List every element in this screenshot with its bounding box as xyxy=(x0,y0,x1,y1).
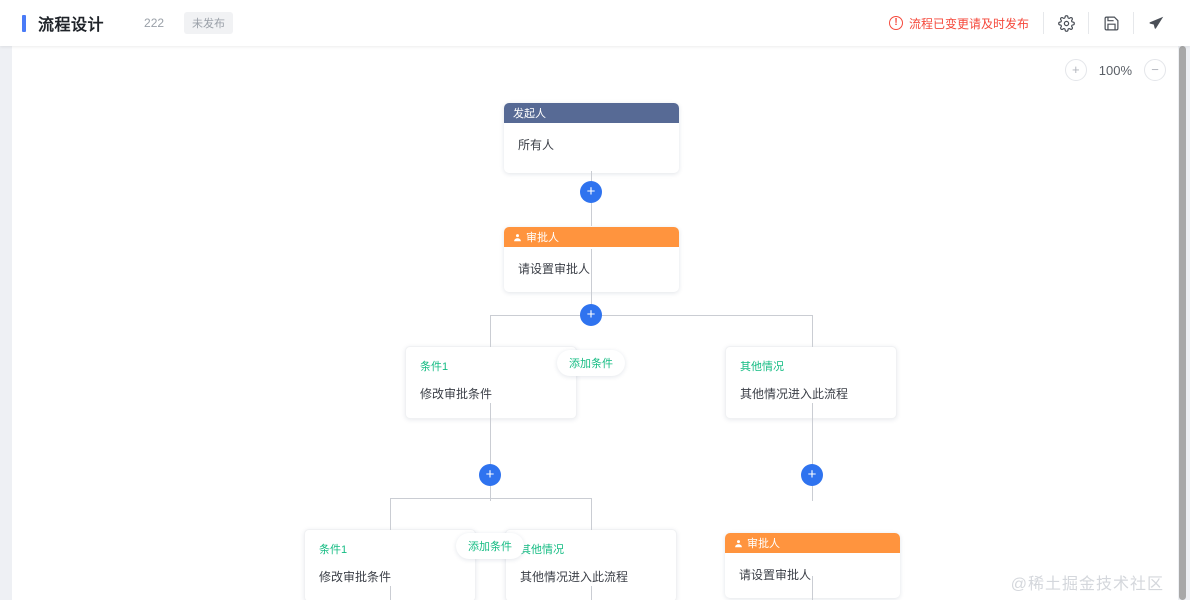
connector-branch2-left-tail xyxy=(390,586,391,600)
page-title: 流程设计 xyxy=(38,17,105,34)
add-condition-button-1[interactable]: 添加条件 xyxy=(557,350,625,376)
node-approver-1-body: 请设置审批人 xyxy=(518,262,591,276)
node-approver-1-title: 审批人 xyxy=(526,232,559,244)
condition-branch2-right-title: 其他情况 xyxy=(520,544,564,556)
add-node-button-1[interactable]: + xyxy=(580,181,602,203)
node-initiator[interactable]: 发起人 所有人 xyxy=(504,103,679,173)
person-icon xyxy=(734,539,743,548)
add-node-button-3[interactable]: + xyxy=(479,464,501,486)
connector-left-branch-vertical xyxy=(490,403,491,501)
connector-right-branch-vertical xyxy=(812,403,813,501)
zoom-out-button[interactable]: − xyxy=(1144,59,1166,81)
condition-branch1-right-title: 其他情况 xyxy=(740,361,784,373)
exclamation-circle-icon: ! xyxy=(888,16,903,30)
node-approver-2-header: 审批人 xyxy=(725,533,900,553)
connector-split2-horizontal xyxy=(390,498,591,499)
add-node-button-2[interactable]: + xyxy=(580,304,602,326)
zoom-in-button[interactable]: + xyxy=(1064,59,1087,81)
person-icon xyxy=(513,233,522,242)
paper-plane-icon xyxy=(1148,15,1165,32)
floppy-save-icon xyxy=(1103,15,1120,32)
node-initiator-header: 发起人 xyxy=(504,103,679,123)
publish-button[interactable] xyxy=(1134,0,1178,46)
node-approver-2-body: 请设置审批人 xyxy=(739,568,812,582)
title-accent-bar xyxy=(22,14,26,32)
condition-box-branch1-left[interactable]: 条件1 修改审批条件 xyxy=(405,346,577,419)
app-header: 流程设计 222 未发布 ! 流程已变更请及时发布 xyxy=(0,0,1190,46)
publish-warning-text: 流程已变更请及时发布 xyxy=(908,16,1029,31)
node-initiator-title: 发起人 xyxy=(513,108,546,120)
header-divider-1 xyxy=(1043,12,1044,34)
flow-diagram: 发起人 所有人 + 审批人 请设置审批人 + xyxy=(12,46,1178,600)
flow-canvas[interactable]: + 100% − @稀土掘金技术社区 xyxy=(12,46,1178,600)
settings-button[interactable] xyxy=(1044,0,1088,46)
status-badge: 未发布 xyxy=(184,12,234,34)
connector-split2-right-drop xyxy=(591,498,592,530)
save-button[interactable] xyxy=(1089,0,1133,46)
condition-branch2-left-title: 条件1 xyxy=(319,544,348,556)
gear-icon xyxy=(1057,14,1075,32)
connector-split1-right-drop xyxy=(812,315,813,347)
add-condition-button-2[interactable]: 添加条件 xyxy=(456,533,524,559)
add-node-button-4[interactable]: + xyxy=(801,464,823,486)
node-approver-1-header: 审批人 xyxy=(504,227,679,247)
connector-approver2-tail xyxy=(812,576,813,600)
condition-branch2-left-text: 修改审批条件 xyxy=(319,570,392,584)
condition-box-branch1-right[interactable]: 其他情况 其他情况进入此流程 xyxy=(725,346,897,419)
header-divider-3 xyxy=(1133,12,1134,34)
node-approver-2-title: 审批人 xyxy=(747,538,780,550)
condition-branch1-left-title: 条件1 xyxy=(420,361,449,373)
condition-branch1-right-text: 其他情况进入此流程 xyxy=(740,387,849,401)
node-initiator-body: 所有人 xyxy=(518,138,555,152)
connector-branch2-right-tail xyxy=(591,586,592,600)
header-divider-2 xyxy=(1088,12,1089,34)
vertical-scrollbar[interactable] xyxy=(1179,46,1186,600)
connector-split2-left-drop xyxy=(390,498,391,530)
publish-warning: ! 流程已变更请及时发布 xyxy=(888,15,1029,32)
zoom-level-label: 100% xyxy=(1098,62,1132,78)
condition-branch1-left-text: 修改审批条件 xyxy=(420,387,493,401)
connector-split1-left-drop xyxy=(490,315,491,347)
connector-split1-horizontal xyxy=(490,315,813,316)
zoom-controls: + 100% − xyxy=(1064,59,1166,81)
condition-box-branch2-right[interactable]: 其他情况 其他情况进入此流程 xyxy=(505,529,677,600)
watermark: @稀土掘金技术社区 xyxy=(1010,576,1164,593)
connector-approver1-split1 xyxy=(591,249,592,316)
condition-branch2-right-text: 其他情况进入此流程 xyxy=(520,570,629,584)
process-number: 222 xyxy=(144,16,165,30)
